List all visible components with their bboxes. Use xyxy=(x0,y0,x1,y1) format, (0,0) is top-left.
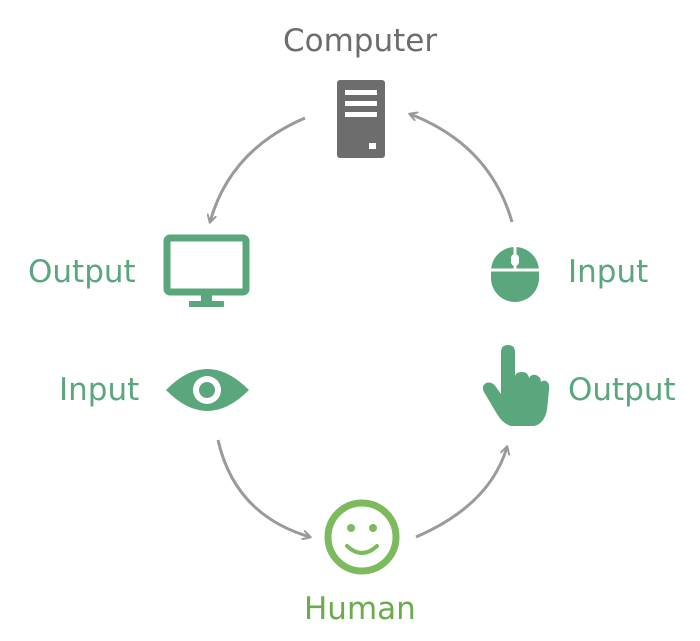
monitor-icon xyxy=(163,234,250,307)
label-human: Human xyxy=(304,591,416,627)
label-input-left: Input xyxy=(59,372,140,408)
eye-icon xyxy=(166,369,249,411)
arrow-computer-to-monitor xyxy=(210,116,306,222)
label-input-right: Input xyxy=(568,254,649,290)
label-output-right: Output xyxy=(568,372,676,408)
server-tower-icon xyxy=(337,80,385,158)
smiley-face-icon xyxy=(324,499,400,575)
arrow-eye-to-human xyxy=(216,439,310,537)
label-computer: Computer xyxy=(283,23,438,59)
label-output-left: Output xyxy=(28,254,136,290)
arrow-mouse-to-computer xyxy=(410,114,514,223)
mouse-icon xyxy=(491,247,539,302)
arrow-human-to-hand xyxy=(415,447,507,539)
pointing-hand-icon xyxy=(482,345,550,426)
